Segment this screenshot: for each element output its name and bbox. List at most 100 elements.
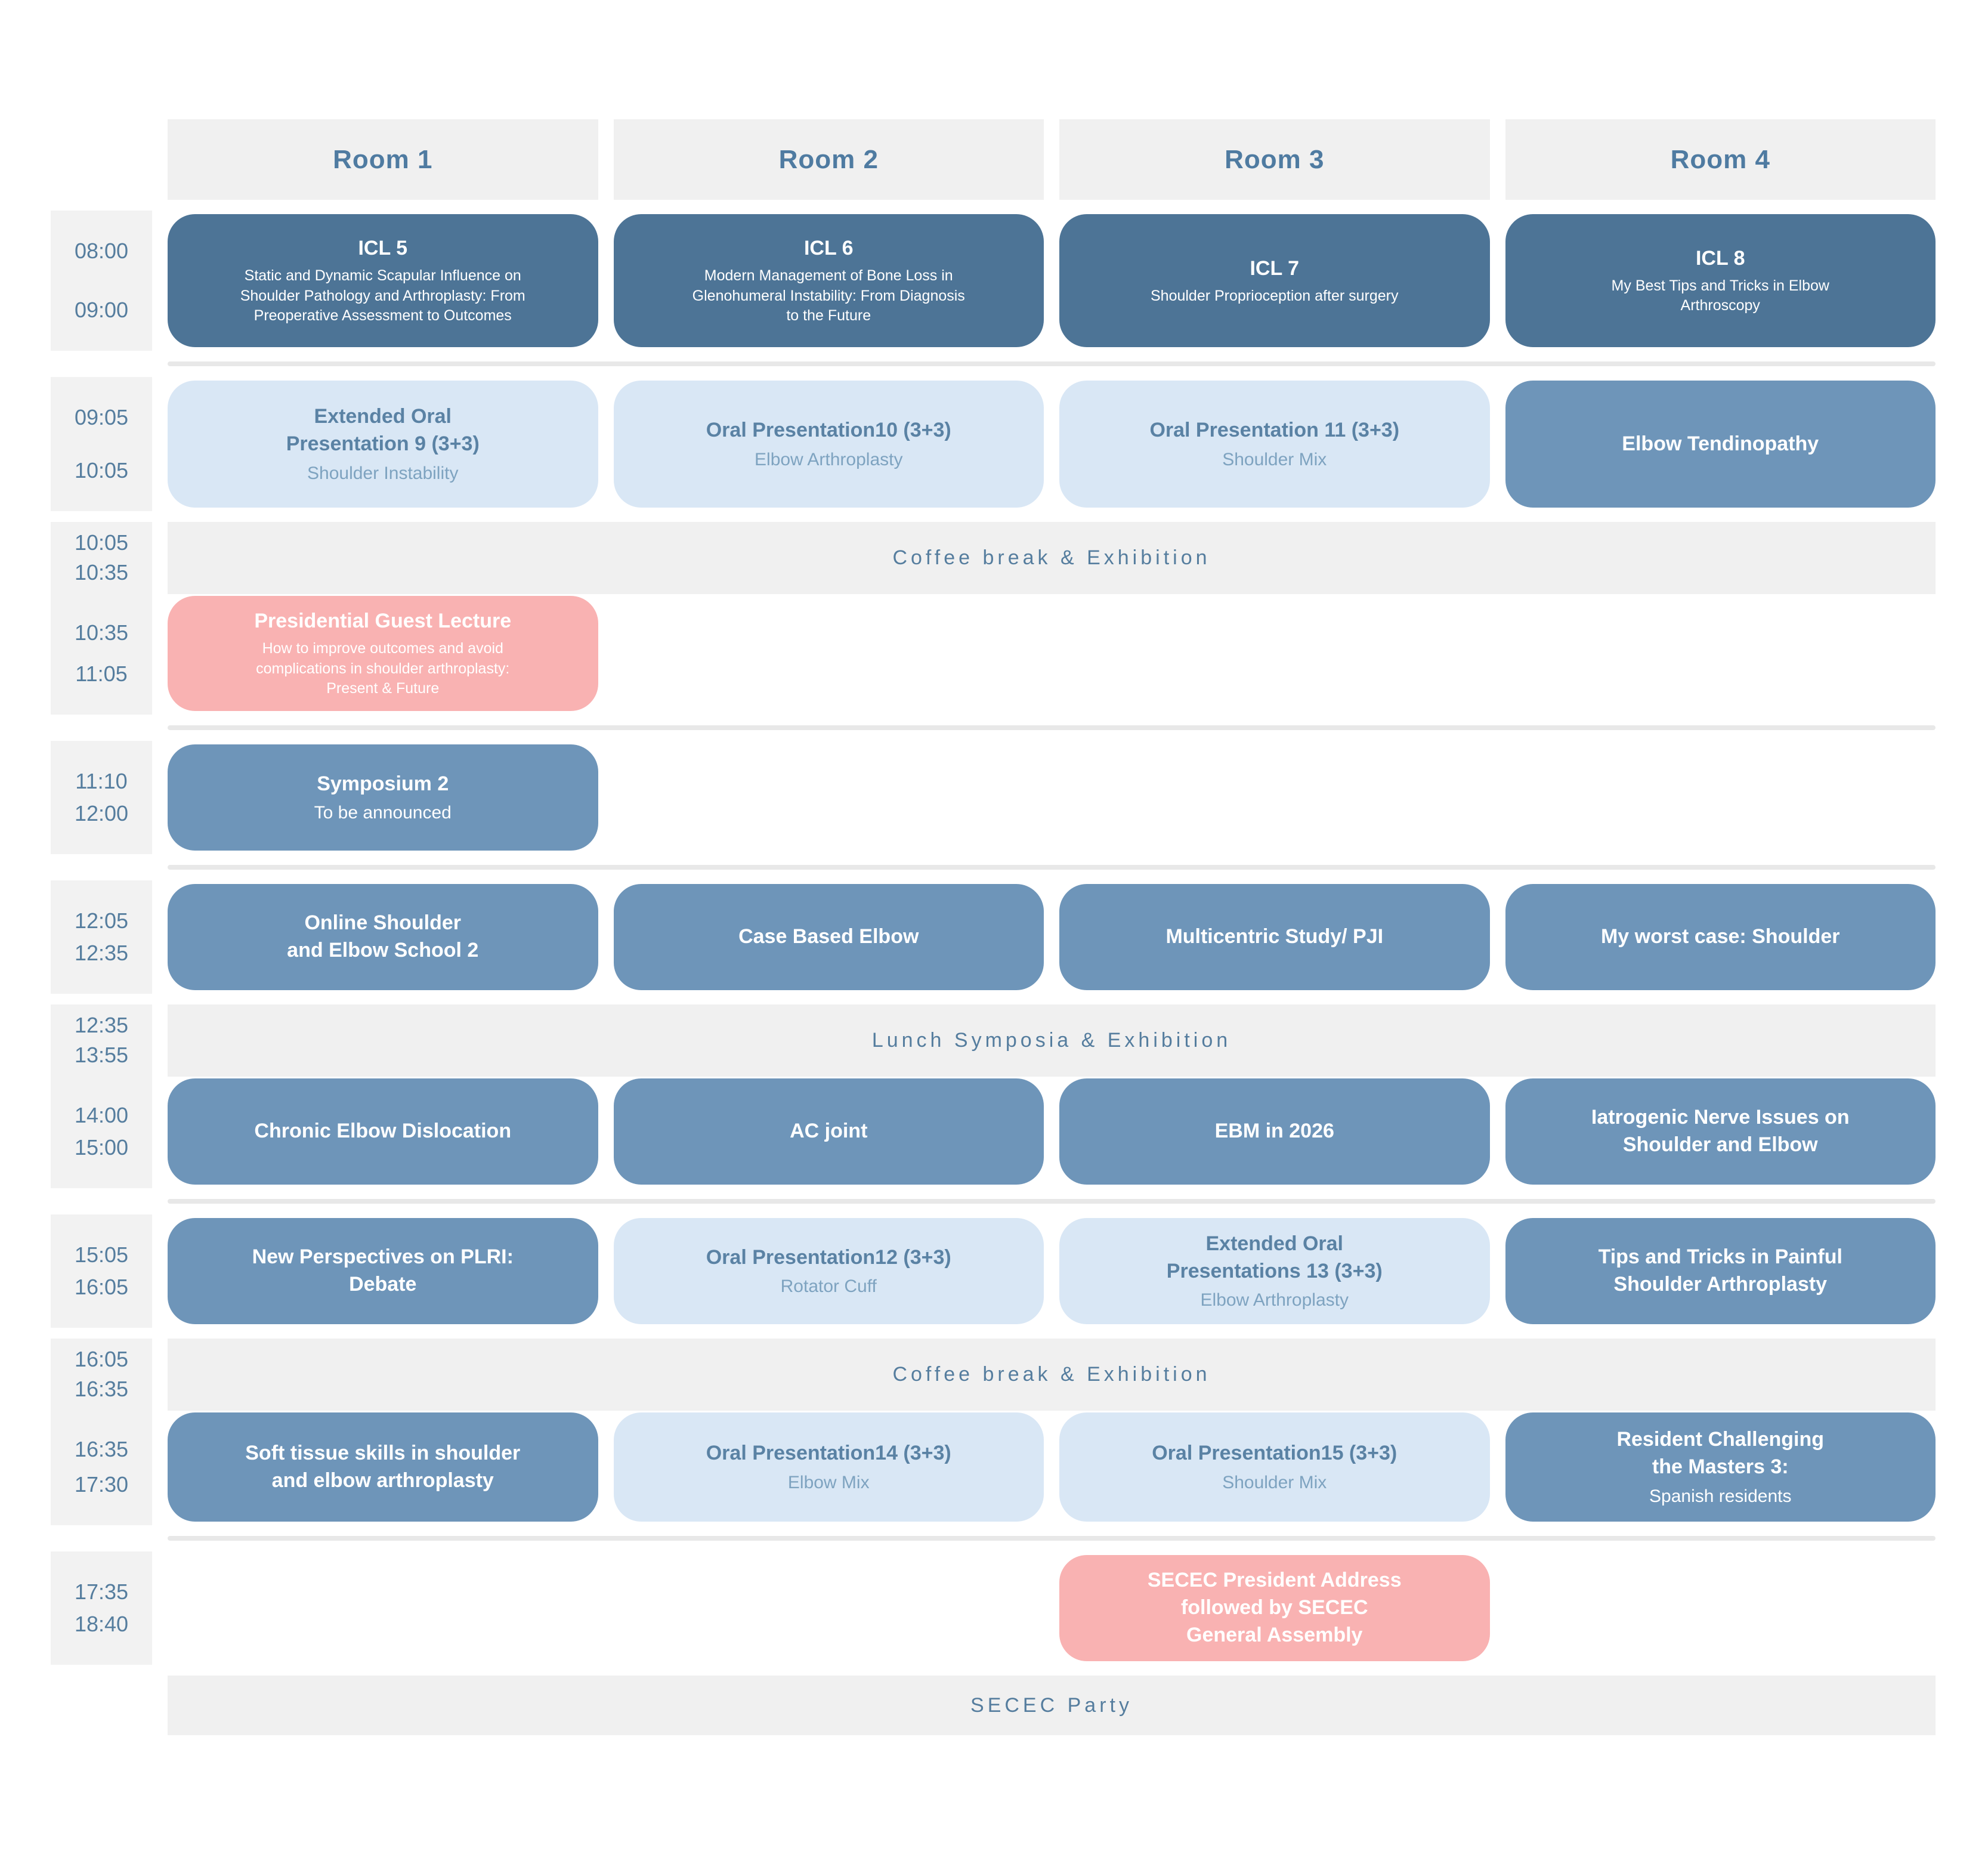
session-title: Oral Presentation15 (3+3) [1152,1442,1398,1465]
time-start: 10:35 [74,620,129,645]
session-subtitle: How to improve outcomes and avoid compli… [256,639,510,697]
session-multicentric-pji: Multicentric Study/ PJI [1059,884,1490,990]
session-title: Resident Challenging the Masters 3: [1616,1428,1825,1478]
party-label: SECEC Party [970,1693,1133,1717]
session-subtitle: Shoulder Instability [307,463,459,483]
time-end: 12:35 [74,941,129,966]
session-ebm-2026: EBM in 2026 [1059,1078,1490,1185]
time-end: 12:00 [74,801,129,826]
session-title: Extended Oral Presentation 9 (3+3) [286,405,480,455]
session-subtitle: Elbow Mix [787,1472,870,1492]
session-subtitle: Elbow Arthroplasty [1200,1290,1349,1310]
time-start: 15:05 [74,1242,129,1267]
time-start: 17:35 [74,1579,129,1604]
separator-line [168,725,1936,730]
time-slot: 15:05 16:05 [51,1214,152,1328]
session-title: Online Shoulder and Elbow School 2 [287,911,479,962]
row-separator [51,1199,1936,1204]
break-label: Coffee break & Exhibition [892,1362,1211,1386]
session-elbow-tendinopathy: Elbow Tendinopathy [1505,381,1936,508]
session-chronic-elbow-dislocation: Chronic Elbow Dislocation [168,1078,598,1185]
room-header-3: Room 3 [1059,119,1490,200]
time-end: 09:00 [74,298,129,323]
session-extended-oral-9: Extended Oral Presentation 9 (3+3) Shoul… [168,381,598,508]
session-symposium-2: Symposium 2 To be announced [168,744,598,851]
room-header-label: Room 2 [778,144,879,174]
session-title: Chronic Elbow Dislocation [254,1120,512,1143]
session-oral-10: Oral Presentation10 (3+3) Elbow Arthropl… [613,381,1044,508]
time-end: 10:35 [74,560,129,585]
time-end: 15:00 [74,1135,129,1160]
time-slot: 09:05 10:05 [51,377,152,511]
session-subtitle: Shoulder Mix [1222,449,1327,469]
session-title: Iatrogenic Nerve Issues on Shoulder and … [1591,1106,1850,1156]
time-slot: 17:35 18:40 [51,1551,152,1665]
time-start: 09:05 [74,405,129,429]
time-slot: 12:35 13:55 [51,1004,152,1077]
schedule-row-president-address: 17:35 18:40 SECEC President Address foll… [51,1551,1936,1665]
room-header-label: Room 3 [1225,144,1325,174]
session-subtitle: Spanish residents [1649,1486,1792,1506]
break-label: Coffee break & Exhibition [892,546,1211,569]
session-oral-14: Oral Presentation14 (3+3) Elbow Mix [613,1412,1044,1522]
session-title: Oral Presentation12 (3+3) [706,1245,951,1269]
break-band-coffee-2: Coffee break & Exhibition [168,1339,1936,1411]
session-title: EBM in 2026 [1214,1120,1334,1143]
session-presidential-lecture: Presidential Guest Lecture How to improv… [168,596,598,711]
party-row: SECEC Party [51,1676,1936,1735]
time-start: 16:05 [74,1347,129,1371]
session-title: Oral Presentation10 (3+3) [706,419,951,442]
room-header-4: Room 4 [1505,119,1936,200]
session-oral-11: Oral Presentation 11 (3+3) Shoulder Mix [1059,381,1490,508]
session-title: Soft tissue skills in shoulder and elbow… [245,1441,521,1492]
room-header-label: Room 1 [333,144,433,174]
session-case-based-elbow: Case Based Elbow [613,884,1044,990]
session-title: Symposium 2 [317,772,449,795]
session-subtitle: My Best Tips and Tricks in Elbow Arthros… [1611,277,1829,314]
session-secec-president-address: SECEC President Address followed by SECE… [1059,1555,1490,1661]
time-start: 11:10 [75,769,128,793]
time-start: 12:05 [74,908,129,933]
time-end: 18:40 [74,1612,129,1637]
row-separator [51,865,1936,870]
time-slot: 14:00 15:00 [51,1075,152,1188]
time-start: 10:05 [74,530,129,555]
schedule-row-midday: 12:05 12:35 Online Shoulder and Elbow Sc… [51,880,1936,994]
session-oral-12: Oral Presentation12 (3+3) Rotator Cuff [613,1218,1044,1324]
session-subtitle: Static and Dynamic Scapular Influence on… [240,267,525,324]
time-start: 08:00 [74,239,129,263]
session-oral-15: Oral Presentation15 (3+3) Shoulder Mix [1059,1412,1490,1522]
time-start: 16:35 [74,1437,129,1461]
session-icl-8: ICL 8 My Best Tips and Tricks in Elbow A… [1505,214,1936,347]
break-row-coffee-2: 16:05 16:35 Coffee break & Exhibition [51,1339,1936,1411]
session-title: AC joint [790,1120,868,1143]
schedule-row-late: 16:35 17:30 Soft tissue skills in should… [51,1409,1936,1525]
break-row-lunch: 12:35 13:55 Lunch Symposia & Exhibition [51,1004,1936,1077]
session-title: ICL 8 [1695,246,1745,270]
time-end: 16:35 [74,1377,129,1402]
session-icl-6: ICL 6 Modern Management of Bone Loss in … [613,214,1044,347]
separator-line [168,361,1936,366]
session-plri-debate: New Perspectives on PLRI: Debate [168,1218,598,1324]
time-start: 14:00 [74,1103,129,1127]
session-title: New Perspectives on PLRI: Debate [252,1245,514,1296]
session-tips-painful-arthroplasty: Tips and Tricks in Painful Shoulder Arth… [1505,1218,1936,1324]
break-band-lunch: Lunch Symposia & Exhibition [168,1004,1936,1077]
session-title: Tips and Tricks in Painful Shoulder Arth… [1598,1245,1842,1296]
session-title: Case Based Elbow [738,925,919,948]
session-ac-joint: AC joint [613,1078,1044,1185]
schedule-row-afternoon-2: 15:05 16:05 New Perspectives on PLRI: De… [51,1214,1936,1328]
schedule-row-symposium: 11:10 12:00 Symposium 2 To be announced [51,741,1936,854]
row-separator [51,361,1936,366]
time-end: 13:55 [74,1043,129,1068]
room-header-label: Room 4 [1670,144,1770,174]
session-title: Oral Presentation 11 (3+3) [1149,419,1400,442]
schedule-row-icl: 08:00 09:00 ICL 5 Static and Dynamic Sca… [51,211,1936,351]
session-title: Elbow Tendinopathy [1622,432,1819,455]
schedule-row-afternoon-1: 14:00 15:00 Chronic Elbow Dislocation AC… [51,1075,1936,1188]
room-header-2: Room 2 [613,119,1044,200]
band-secec-party: SECEC Party [168,1676,1936,1735]
session-subtitle: Elbow Arthroplasty [755,449,903,469]
time-slot: 10:05 10:35 [51,522,152,594]
